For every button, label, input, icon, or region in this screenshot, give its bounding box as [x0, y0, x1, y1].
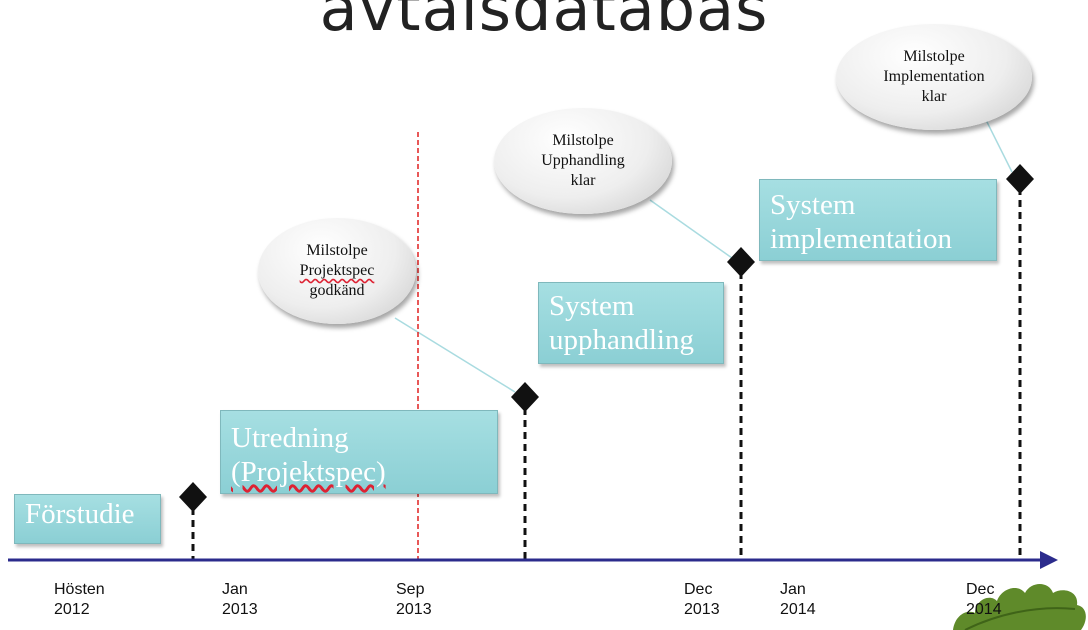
- tick-line: Jan: [780, 581, 806, 598]
- tick-line: Dec: [684, 581, 713, 598]
- milestone-label: klar: [921, 88, 947, 105]
- milestone-label: Milstolpe: [306, 242, 368, 259]
- phase-label: implementation: [770, 223, 953, 255]
- oak-leaf-icon: [953, 584, 1086, 630]
- milestone-label: Implementation: [883, 68, 985, 85]
- phase-system-implementation: System implementation: [759, 179, 997, 261]
- phase-utredning: Utredning (Projektspec): [220, 410, 498, 494]
- phase-forstudie: Förstudie: [14, 494, 161, 544]
- timeline-tick-label: Hösten 2012: [54, 580, 105, 620]
- phase-label: Utredning: [231, 422, 349, 454]
- milestone-bubble-implementation: Milstolpe Implementation klar: [836, 24, 1032, 130]
- timeline-tick-label: Sep 2013: [396, 580, 432, 620]
- timeline-tick-label: Dec 2014: [966, 580, 1002, 620]
- tick-line: 2014: [780, 601, 816, 618]
- tick-line: 2012: [54, 601, 90, 618]
- tick-line: Hösten: [54, 581, 105, 598]
- milestone-diamond: [179, 482, 207, 512]
- timeline-tick-label: Jan 2013: [222, 580, 258, 620]
- tick-line: Sep: [396, 581, 425, 598]
- milestone-label: klar: [570, 172, 596, 189]
- tick-line: Jan: [222, 581, 248, 598]
- connector-line: [649, 199, 733, 259]
- tick-line: Dec: [966, 581, 995, 598]
- milestone-label: godkänd: [309, 282, 365, 299]
- tick-line: 2013: [396, 601, 432, 618]
- phase-label: System: [549, 290, 635, 322]
- milestone-label: Projektspec: [299, 262, 375, 279]
- milestone-bubble-upphandling: Milstolpe Upphandling klar: [494, 108, 672, 214]
- timeline-tick-label: Jan 2014: [780, 580, 816, 620]
- milestone-bubble-projektspec: Milstolpe Projektspec godkänd: [258, 218, 416, 324]
- connector-line: [984, 117, 1013, 173]
- phase-system-upphandling: System upphandling: [538, 282, 724, 364]
- connector-line: [394, 317, 516, 393]
- tick-line: 2014: [966, 601, 1002, 618]
- timeline-arrowhead: [1040, 551, 1058, 569]
- tick-line: 2013: [684, 601, 720, 618]
- milestone-diamond: [727, 247, 755, 277]
- timeline-tick-label: Dec 2013: [684, 580, 720, 620]
- tick-line: 2013: [222, 601, 258, 618]
- milestone-label: Upphandling: [541, 152, 625, 169]
- milestone-label: Milstolpe: [552, 132, 614, 149]
- phase-label: upphandling: [549, 324, 694, 356]
- page-title: avtalsdatabas: [319, 0, 769, 45]
- phase-label: (Projektspec): [231, 456, 386, 488]
- milestone-diamond: [511, 382, 539, 412]
- phase-label: System: [770, 189, 856, 221]
- milestone-diamond: [1006, 164, 1034, 194]
- phase-label: Förstudie: [25, 498, 135, 530]
- milestone-label: Milstolpe: [903, 48, 965, 65]
